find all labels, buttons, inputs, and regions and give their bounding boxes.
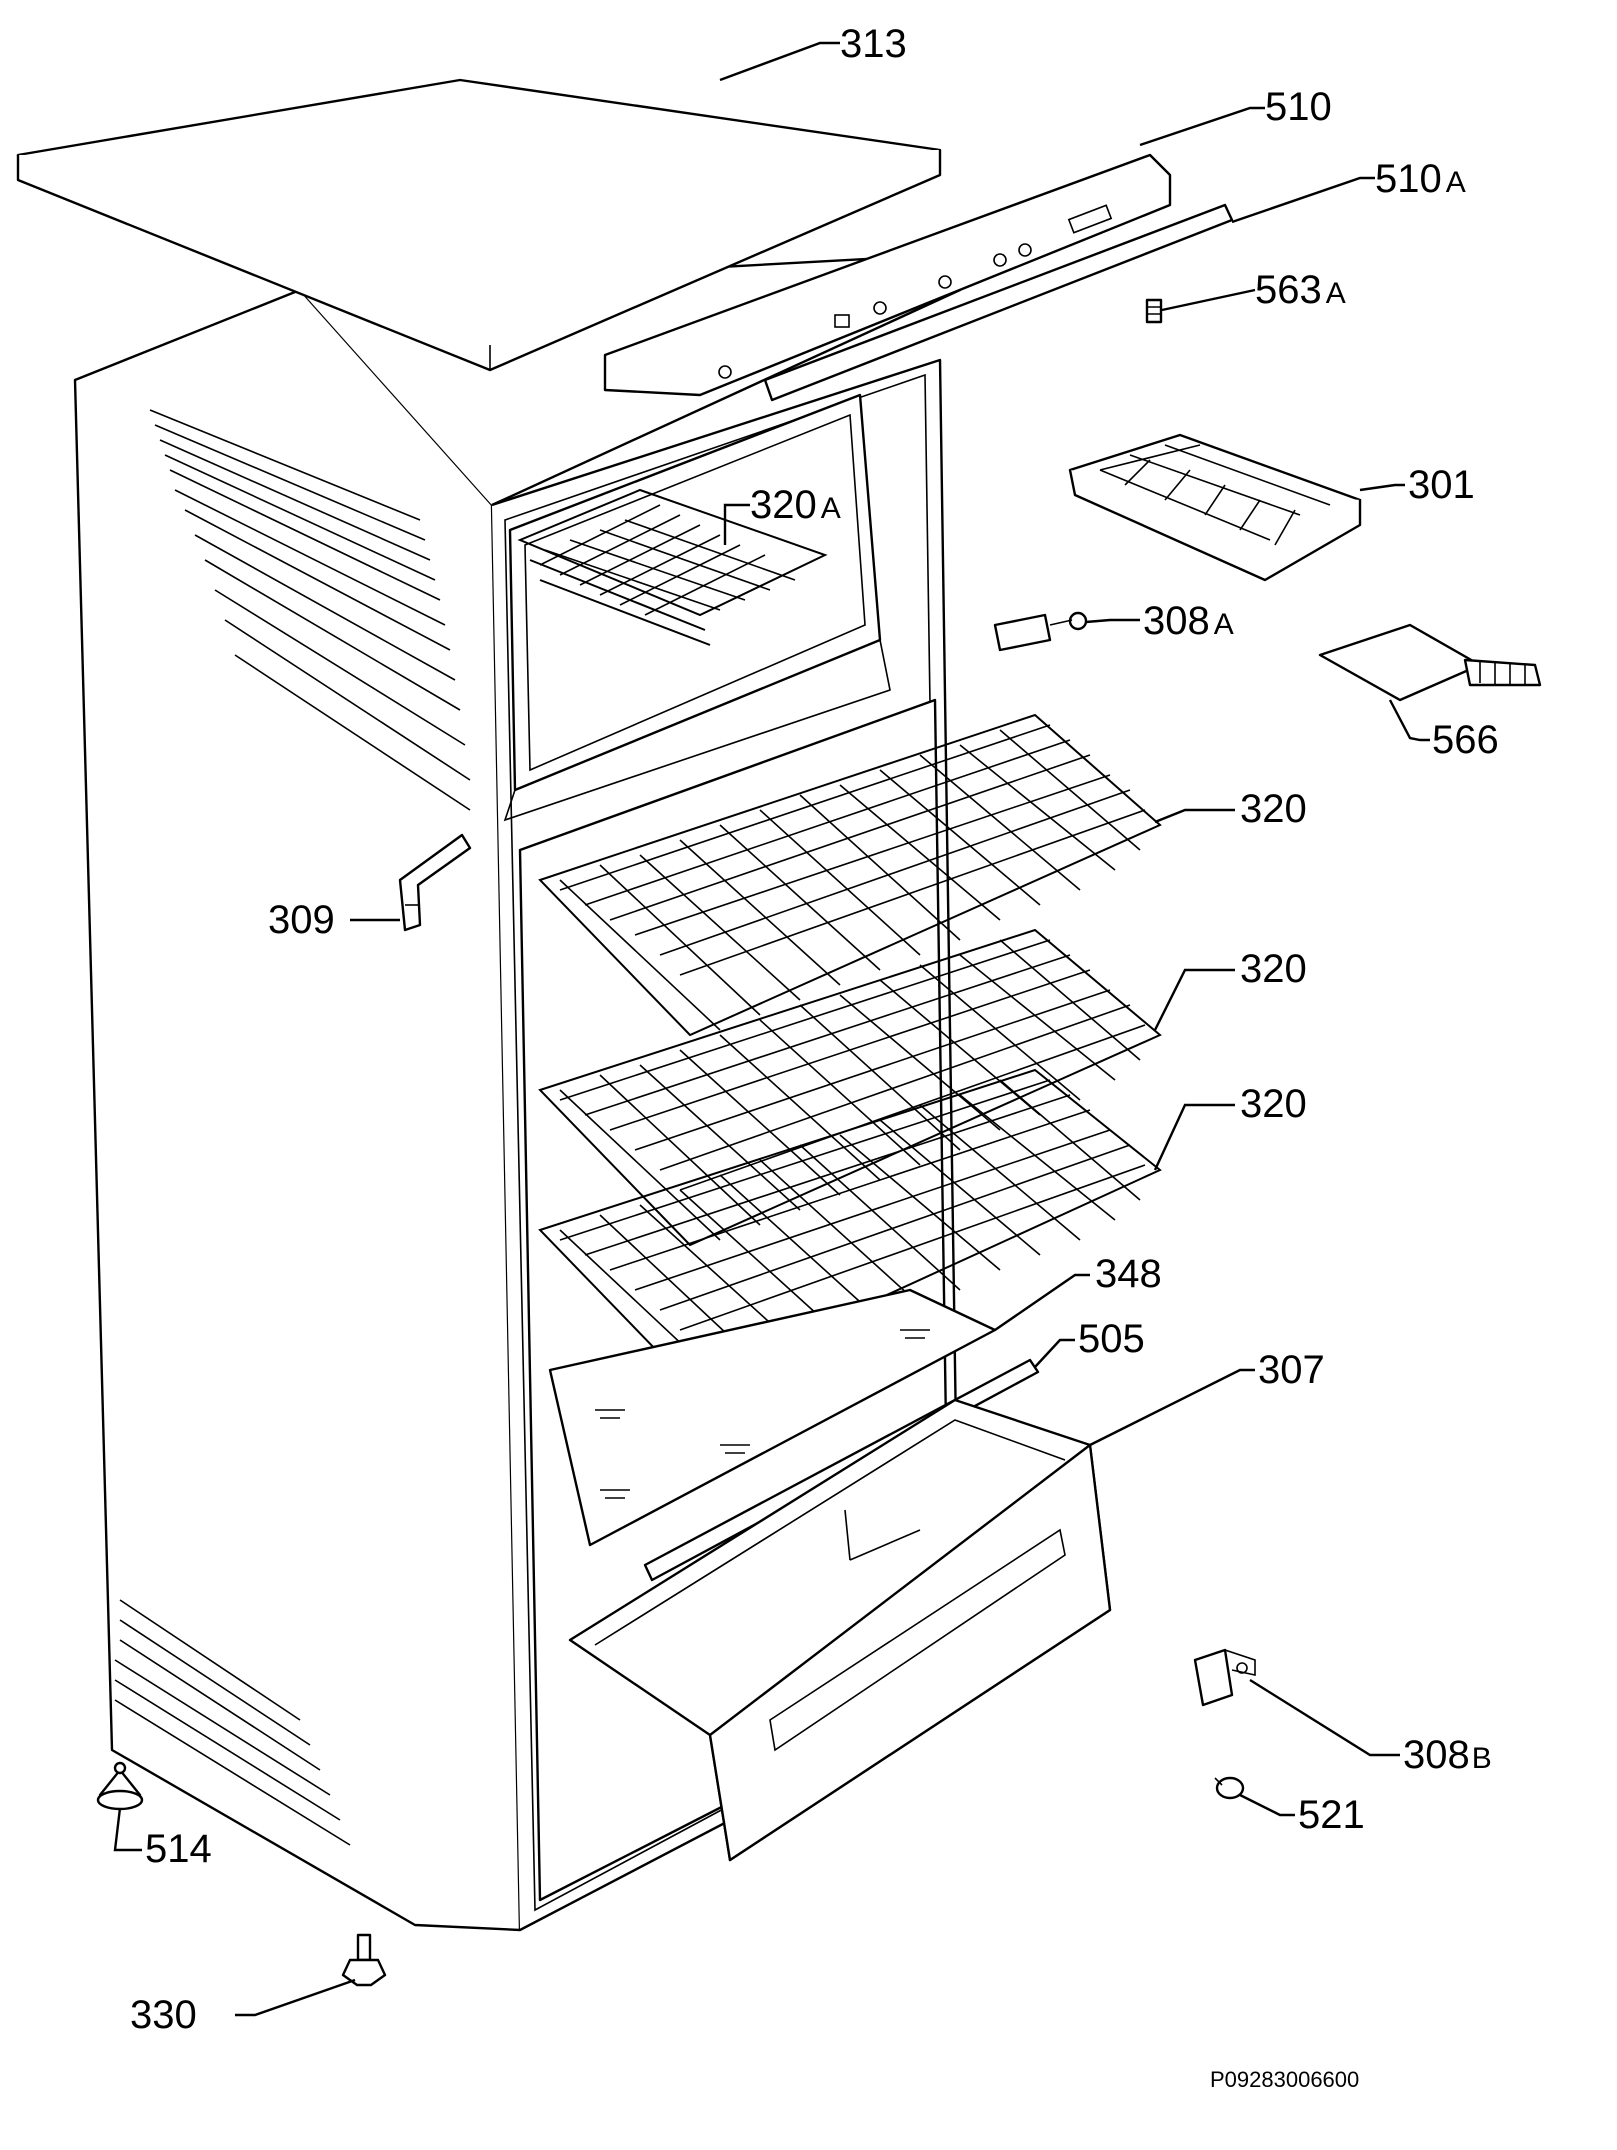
screw-563a <box>1145 298 1163 324</box>
part-label-330: 330 <box>130 1993 197 2037</box>
ice-scraper <box>1318 623 1542 702</box>
part-label-320-upper: 320 <box>1240 787 1307 831</box>
top-cover <box>16 78 942 372</box>
part-label-313: 313 <box>840 22 907 66</box>
part-label-308b: 308B <box>1403 1733 1492 1777</box>
control-panel-strip <box>763 203 1234 402</box>
part-label-348: 348 <box>1095 1252 1162 1296</box>
side-shading <box>114 409 471 1846</box>
part-label-505: 505 <box>1078 1317 1145 1361</box>
hinge-308b <box>1193 1648 1256 1707</box>
part-label-510: 510 <box>1265 85 1332 129</box>
part-label-566: 566 <box>1432 718 1499 762</box>
fridge-shelf-2 <box>538 928 1162 1247</box>
hinge-308a <box>993 611 1088 652</box>
leader-lines <box>113 41 1430 2017</box>
part-label-309: 309 <box>268 898 335 942</box>
fridge-shelf-3 <box>538 1068 1162 1387</box>
cap-521 <box>1214 1776 1245 1800</box>
part-label-320-lower: 320 <box>1240 1082 1307 1126</box>
part-label-320-middle: 320 <box>1240 947 1307 991</box>
adjustable-foot-330 <box>341 1933 387 1987</box>
freezer-shelf <box>517 488 828 646</box>
document-code: P09283006600 <box>1210 2067 1359 2092</box>
control-panel <box>603 153 1172 397</box>
ice-cube-tray <box>1068 433 1362 582</box>
part-label-521: 521 <box>1298 1793 1365 1837</box>
front-foot-514 <box>96 1761 144 1811</box>
part-label-301: 301 <box>1408 463 1475 507</box>
part-label-514: 514 <box>145 1827 212 1871</box>
freezer-compartment <box>503 393 891 822</box>
part-label-307: 307 <box>1258 1348 1325 1392</box>
crisper-drawer <box>568 1398 1112 1862</box>
fridge-shelf-1 <box>538 713 1162 1037</box>
door-stop-bracket <box>398 833 472 932</box>
